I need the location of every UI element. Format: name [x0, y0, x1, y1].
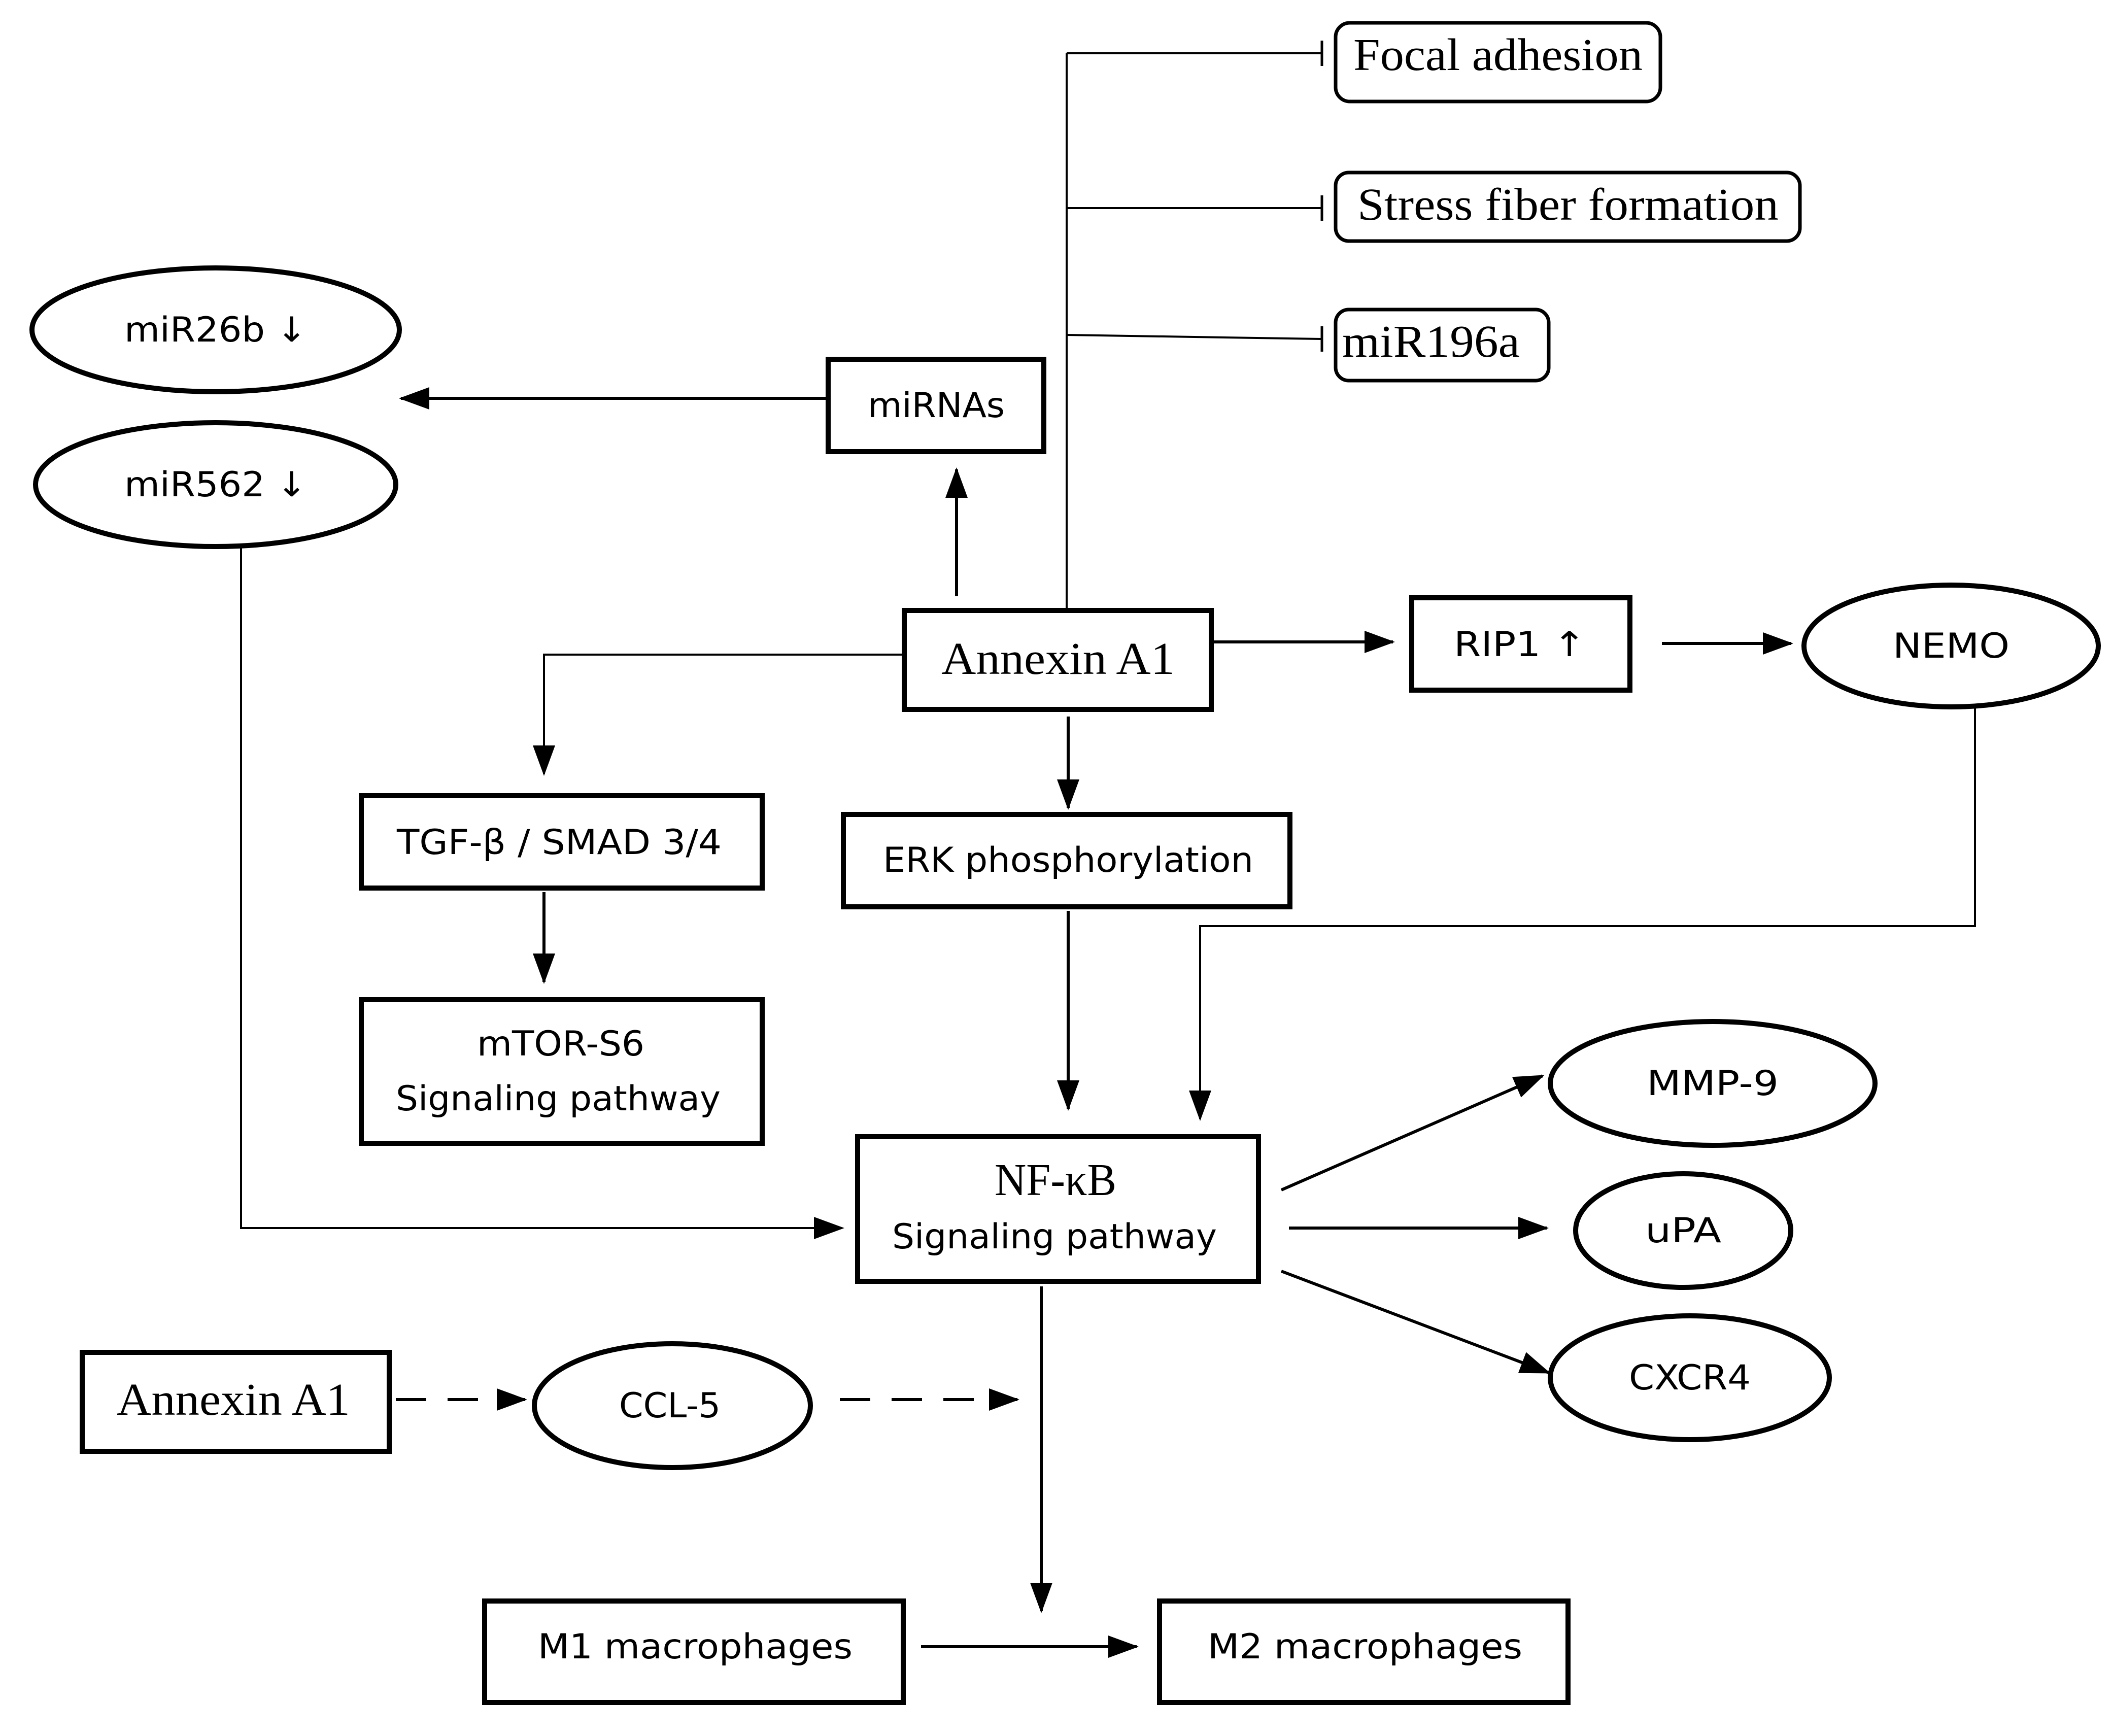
node-tgf-smad-label: TGF-β / SMAD 3/4 [396, 823, 722, 863]
node-mir26b-label: miR26b ↓ [124, 310, 307, 350]
node-m1-macrophages-label: M1 macrophages [538, 1627, 853, 1667]
node-stress-fiber: Stress fiber formation [1334, 171, 1802, 243]
node-nemo-label: NEMO [1893, 626, 2009, 666]
node-annexin-secondary: Annexin A1 [80, 1350, 392, 1454]
node-nfkb: NF-κB Signaling pathway [855, 1134, 1261, 1284]
node-cxcr4: CXCR4 [1548, 1313, 1832, 1442]
node-ccl5: CCL-5 [532, 1341, 813, 1470]
node-nfkb-label-line1: NF-κB [995, 1155, 1116, 1205]
node-mirnas: miRNAs [826, 357, 1046, 454]
node-cxcr4-label: CXCR4 [1629, 1358, 1751, 1398]
node-mir562-label: miR562 ↓ [124, 465, 307, 505]
node-erk: ERK phosphorylation [841, 812, 1292, 909]
node-mir562: miR562 ↓ [33, 420, 398, 549]
node-ccl5-label: CCL-5 [619, 1386, 721, 1426]
node-rip1-label: RIP1 ↑ [1454, 625, 1586, 665]
edge-annexin-to-tgf [533, 654, 903, 776]
node-m2-macrophages-label: M2 macrophages [1208, 1627, 1522, 1667]
node-mtor-label-line2: Signaling pathway [396, 1079, 721, 1119]
node-stress-fiber-label: Stress fiber formation [1357, 180, 1779, 230]
node-mtor-label-line1: mTOR-S6 [477, 1024, 644, 1064]
node-m1-macrophages: M1 macrophages [482, 1598, 906, 1705]
node-mir26b: miR26b ↓ [29, 265, 402, 394]
node-mir196a-label: miR196a [1342, 317, 1520, 367]
edge-nfkb-to-cxcr4 [1280, 1270, 1551, 1374]
node-focal-adhesion-label: Focal adhesion [1353, 30, 1643, 80]
node-annexin-main: Annexin A1 [902, 608, 1214, 712]
node-rip1: RIP1 ↑ [1409, 595, 1632, 693]
node-annexin-main-label: Annexin A1 [941, 634, 1175, 684]
node-upa-label: uPA [1645, 1211, 1721, 1251]
edge-nfkb-to-mmp9 [1280, 1074, 1545, 1192]
node-upa: uPA [1573, 1171, 1793, 1290]
edge-nemo-to-nfkb [1189, 708, 1976, 1121]
node-mmp9-label: MMP-9 [1647, 1064, 1779, 1104]
node-nfkb-label-line2: Signaling pathway [892, 1217, 1217, 1257]
connectors [240, 41, 1976, 1658]
edge-inhibit-mir196a [1066, 334, 1322, 340]
edge-mir562-to-nfkb [240, 546, 844, 1239]
node-tgf-smad: TGF-β / SMAD 3/4 [359, 793, 765, 891]
node-focal-adhesion: Focal adhesion [1334, 21, 1662, 104]
node-mirnas-label: miRNAs [868, 386, 1005, 426]
node-mtor: mTOR-S6 Signaling pathway [359, 997, 765, 1146]
node-m2-macrophages: M2 macrophages [1157, 1598, 1571, 1705]
node-annexin-secondary-label: Annexin A1 [117, 1375, 350, 1425]
node-mir196a: miR196a [1334, 308, 1551, 383]
node-mmp9: MMP-9 [1548, 1019, 1878, 1148]
node-nemo: NEMO [1801, 583, 2101, 709]
node-erk-label: ERK phosphorylation [883, 840, 1253, 880]
